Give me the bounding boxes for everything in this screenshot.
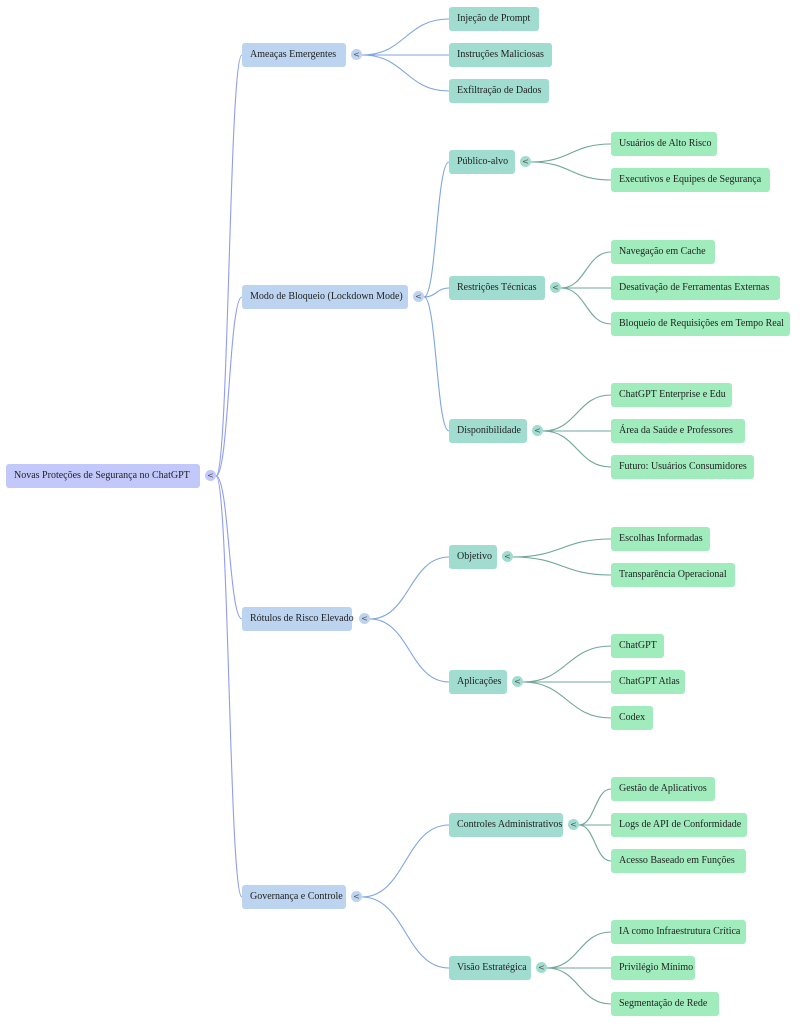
link-bloqueio-0 xyxy=(423,161,450,298)
leaf-node-navegacao-cache[interactable]: Navegação em Cache xyxy=(611,240,715,264)
subbranch-node-restricoes-tecnicas[interactable]: Restrições Técnicas xyxy=(449,276,545,300)
collapse-toggle-governanca[interactable]: < xyxy=(351,891,362,902)
link-sub-6-2 xyxy=(546,967,612,1005)
leaf-node-usuarios-alto-risco[interactable]: Usuários de Alto Risco xyxy=(611,132,717,156)
link-ameacas-2 xyxy=(361,54,450,92)
link-sub-0-0 xyxy=(530,143,612,163)
leaf-node-chatgpt[interactable]: ChatGPT xyxy=(611,634,664,658)
collapse-toggle-root[interactable]: < xyxy=(205,470,216,481)
collapse-toggle-publico-alvo[interactable]: < xyxy=(520,156,531,167)
leaf-node-desativacao-ferramentas[interactable]: Desativação de Ferramentas Externas xyxy=(611,276,780,300)
subbranch-node-publico-alvo[interactable]: Público-alvo xyxy=(449,150,515,174)
leaf-node-saude-professores[interactable]: Área da Saúde e Professores xyxy=(611,419,745,443)
collapse-toggle-disponibilidade[interactable]: < xyxy=(532,425,543,436)
leaf-node-instrucoes-maliciosas[interactable]: Instruções Maliciosas xyxy=(449,43,552,67)
branch-node-governanca[interactable]: Governança e Controle xyxy=(242,885,346,909)
link-sub-5-2 xyxy=(578,824,612,862)
leaf-node-exfiltracao-de-dados[interactable]: Exfiltração de Dados xyxy=(449,79,549,103)
link-sub-2-2 xyxy=(542,430,612,468)
leaf-node-privilegio-minimo[interactable]: Privilégio Mínimo xyxy=(611,956,695,980)
link-governanca-1 xyxy=(361,896,450,969)
leaf-node-enterprise-edu[interactable]: ChatGPT Enterprise e Edu xyxy=(611,383,732,407)
link-bloqueio-2 xyxy=(423,296,450,432)
leaf-node-gestao-aplicativos[interactable]: Gestão de Aplicativos xyxy=(611,777,715,801)
link-sub-4-0 xyxy=(522,645,612,683)
branch-node-ameacas-emergentes[interactable]: Ameaças Emergentes xyxy=(242,43,346,67)
link-root-0 xyxy=(215,54,243,477)
link-rotulos-0 xyxy=(369,556,450,620)
leaf-node-bloqueio-requisicoes[interactable]: Bloqueio de Requisições em Tempo Real xyxy=(611,312,790,336)
link-sub-6-0 xyxy=(546,931,612,969)
link-sub-4-2 xyxy=(522,681,612,719)
link-sub-3-0 xyxy=(512,538,612,558)
subbranch-node-objetivo[interactable]: Objetivo xyxy=(449,545,497,569)
link-rotulos-1 xyxy=(369,618,450,683)
collapse-toggle-controles[interactable]: < xyxy=(568,819,579,830)
leaf-node-escolhas-informadas[interactable]: Escolhas Informadas xyxy=(611,527,710,551)
leaf-node-chatgpt-atlas[interactable]: ChatGPT Atlas xyxy=(611,670,685,694)
subbranch-node-visao-estrategica[interactable]: Visão Estratégica xyxy=(449,956,531,980)
collapse-toggle-restricoes[interactable]: < xyxy=(550,282,561,293)
link-sub-0-1 xyxy=(530,161,612,181)
link-root-3 xyxy=(215,475,243,898)
leaf-node-injecao-de-prompt[interactable]: Injeção de Prompt xyxy=(449,7,539,31)
link-root-1 xyxy=(215,296,243,477)
collapse-toggle-visao[interactable]: < xyxy=(536,962,547,973)
link-sub-1-0 xyxy=(560,251,612,289)
link-bloqueio-1 xyxy=(423,287,450,298)
collapse-toggle-aplicacoes[interactable]: < xyxy=(512,676,523,687)
link-ameacas-0 xyxy=(361,18,450,56)
link-governanca-0 xyxy=(361,824,450,898)
link-sub-3-1 xyxy=(512,556,612,576)
collapse-toggle-bloqueio[interactable]: < xyxy=(413,291,424,302)
collapse-toggle-rotulos[interactable]: < xyxy=(359,613,370,624)
link-sub-5-0 xyxy=(578,788,612,826)
branch-node-rotulos-de-risco[interactable]: Rótulos de Risco Elevado xyxy=(242,607,354,631)
link-root-2 xyxy=(215,475,243,620)
subbranch-node-controles-administrativos[interactable]: Controles Administrativos xyxy=(449,813,563,837)
leaf-node-ia-infraestrutura[interactable]: IA como Infraestrutura Crítica xyxy=(611,920,746,944)
link-sub-1-2 xyxy=(560,287,612,325)
leaf-node-codex[interactable]: Codex xyxy=(611,706,653,730)
leaf-node-executivos-equipes[interactable]: Executivos e Equipes de Segurança xyxy=(611,168,770,192)
root-node[interactable]: Novas Proteções de Segurança no ChatGPT xyxy=(6,464,200,488)
leaf-node-transparencia-operacional[interactable]: Transparência Operacional xyxy=(611,563,735,587)
leaf-node-logs-api[interactable]: Logs de API de Conformidade xyxy=(611,813,747,837)
leaf-node-segmentacao-rede[interactable]: Segmentação de Rede xyxy=(611,992,719,1016)
subbranch-node-aplicacoes[interactable]: Aplicações xyxy=(449,670,507,694)
leaf-node-futuro-consumidores[interactable]: Futuro: Usuários Consumidores xyxy=(611,455,754,479)
leaf-node-acesso-funcoes[interactable]: Acesso Baseado em Funções xyxy=(611,849,746,873)
collapse-toggle-objetivo[interactable]: < xyxy=(502,551,513,562)
subbranch-node-disponibilidade[interactable]: Disponibilidade xyxy=(449,419,527,443)
collapse-toggle-ameacas[interactable]: < xyxy=(351,49,362,60)
link-sub-2-0 xyxy=(542,394,612,432)
branch-node-modo-de-bloqueio[interactable]: Modo de Bloqueio (Lockdown Mode) xyxy=(242,285,408,309)
